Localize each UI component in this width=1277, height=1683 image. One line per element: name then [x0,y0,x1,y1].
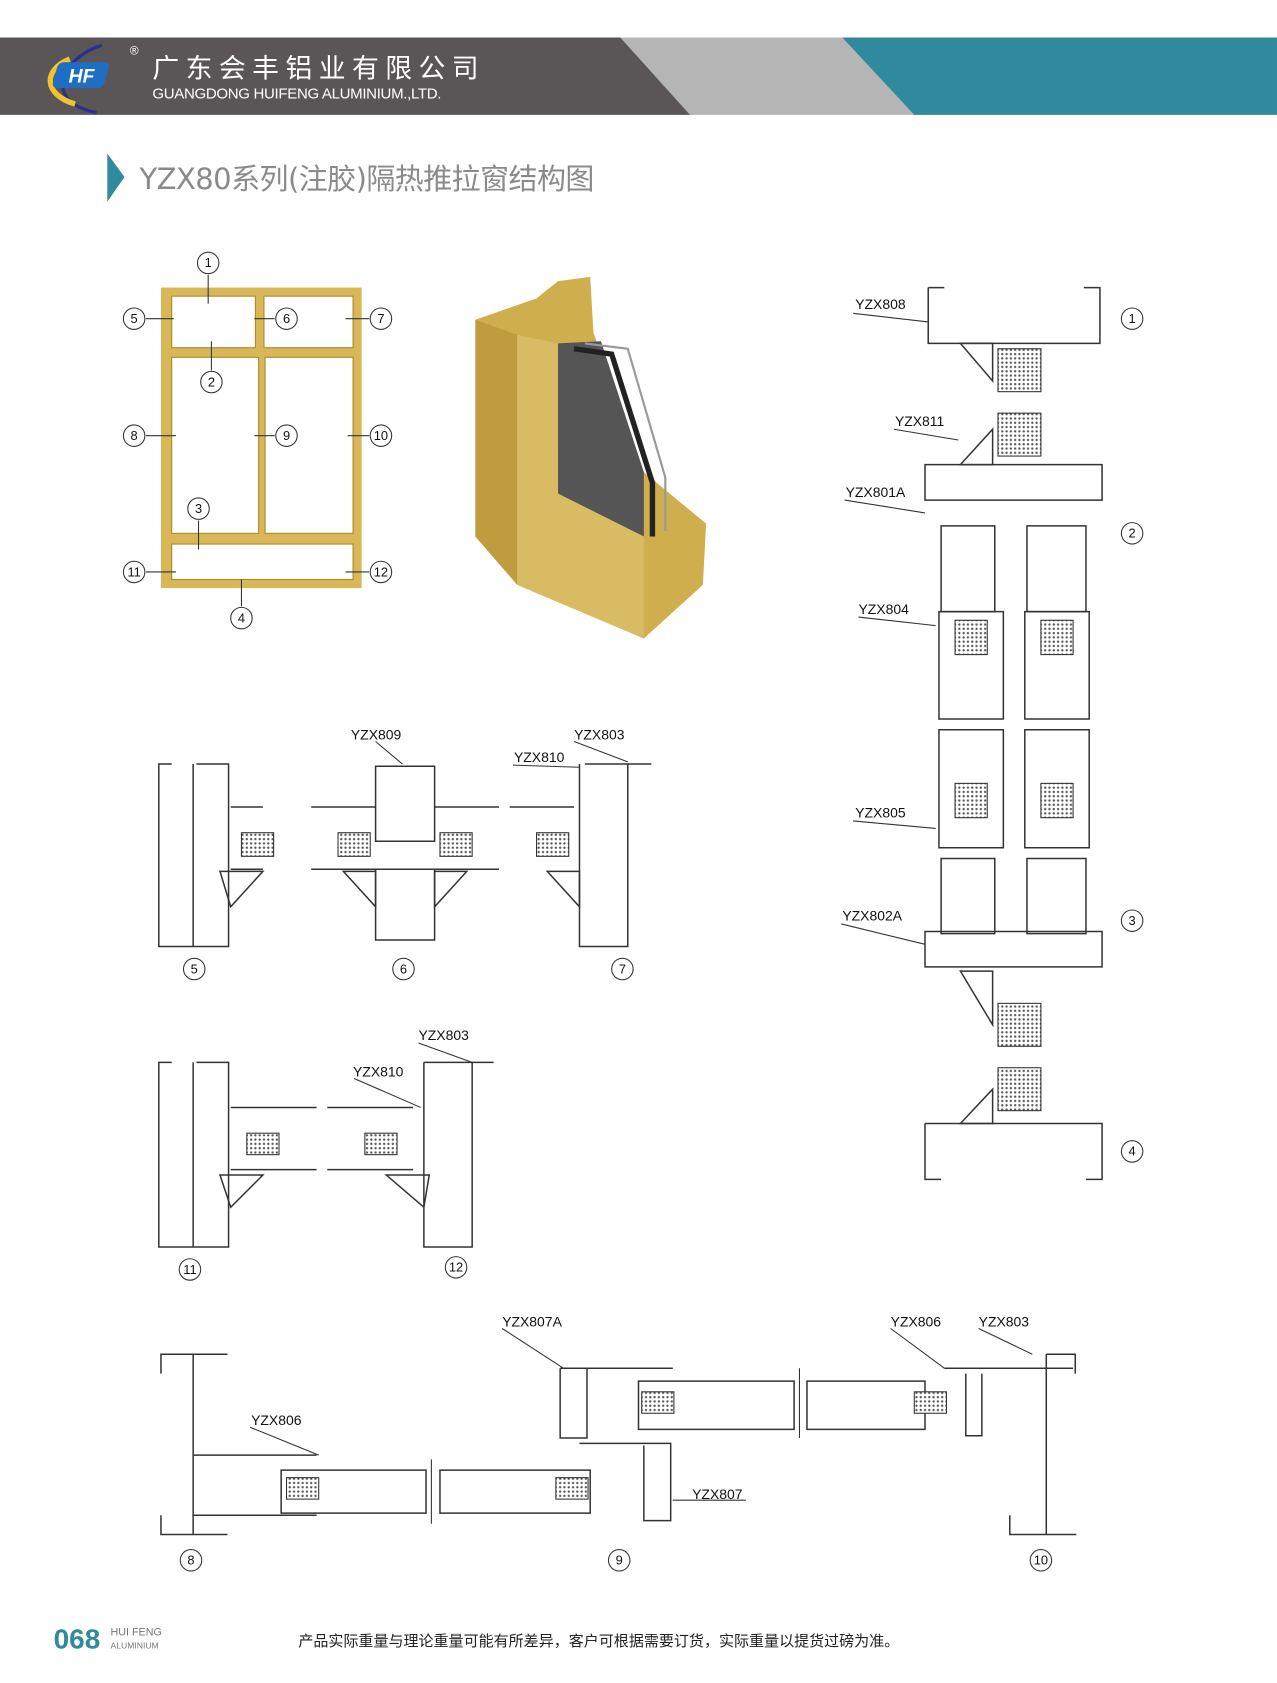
part-label: YZX809 [351,726,402,742]
part-label: YZX807A [502,1313,562,1329]
svg-text:HF: HF [69,67,96,88]
marker-7: 7 [619,961,626,976]
frame-markers [122,251,393,630]
marker-10: 10 [374,428,388,443]
company-name-en: GUANGDONG HUIFENG ALUMINIUM.,LTD. [152,84,442,102]
marker-5: 5 [191,961,198,976]
part-label: YZX803 [419,1027,470,1043]
footer-brand: HUI FENG [110,1626,162,1639]
marker-11: 11 [127,564,140,579]
marker-9: 9 [616,1553,623,1568]
part-label: YZX802A [842,908,902,924]
marker-5: 5 [131,311,138,326]
marker-9: 9 [283,428,290,443]
part-label: YZX807 [692,1486,743,1502]
marker-1: 1 [1129,311,1136,326]
transom-section-drawing [158,741,652,948]
marker-6: 6 [400,961,407,976]
marker-3: 3 [195,501,202,516]
part-label: YZX811 [895,413,945,429]
marker-12: 12 [449,1260,463,1275]
marker-2: 2 [1129,526,1136,541]
part-label: YZX803 [574,726,625,742]
part-label: YZX810 [514,749,565,765]
part-label: YZX808 [855,296,906,312]
marker-4: 4 [1129,1144,1136,1159]
part-label: YZX801A [846,484,906,500]
part-label: YZX805 [855,805,906,821]
registered-mark: ® [129,45,139,58]
frame-elevation-diagram [145,274,370,607]
part-label: YZX803 [979,1313,1030,1329]
marker-10: 10 [1034,1553,1048,1568]
footer-note: 产品实际重量与理论重量可能有所差异，客户可根据需要订货，实际重量以提货过磅为准。 [298,1633,900,1651]
marker-1: 1 [205,255,212,270]
part-label: YZX804 [858,601,909,617]
part-label: YZX806 [891,1313,942,1329]
horizontal-section-drawing [160,1328,1077,1536]
marker-7: 7 [377,311,384,326]
marker-8: 8 [187,1553,194,1568]
profile-3d-render [475,276,707,639]
marker-12: 12 [374,564,388,579]
marker-4: 4 [238,610,245,625]
marker-2: 2 [208,374,215,389]
marker-8: 8 [131,428,138,443]
header-band [0,37,1277,115]
marker-11: 11 [183,1262,196,1277]
part-label: YZX810 [353,1063,404,1079]
company-name-cn: 广东会丰铝业有限公司 [152,52,486,84]
footer-brand-sub: ALUMINIUM [110,1640,159,1651]
marker-6: 6 [283,311,290,326]
vertical-section-drawing [841,286,1103,1181]
sill-section-drawing [158,1042,494,1248]
part-label: YZX806 [251,1412,302,1428]
page-title: YZX80系列(注胶)隔热推拉窗结构图 [139,163,595,197]
marker-3: 3 [1129,913,1136,928]
logo-icon: HF [47,43,109,115]
title-arrow-icon [107,153,125,202]
page-number: 068 [53,1622,101,1655]
